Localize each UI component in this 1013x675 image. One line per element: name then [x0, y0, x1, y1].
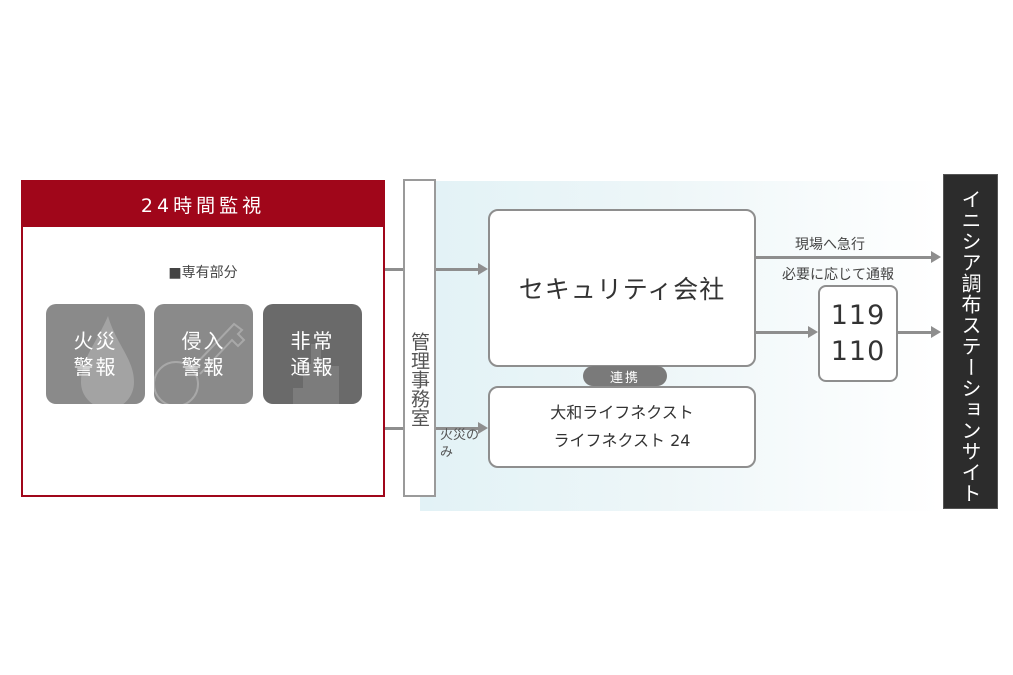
- emergency-call-tile: 非常通報: [263, 304, 362, 404]
- security-company-label: セキュリティ会社: [518, 275, 726, 304]
- arrow-line: [756, 256, 931, 259]
- arrow-right-icon: [931, 326, 941, 338]
- key-icon: [154, 322, 246, 404]
- intrusion-alarm-tile: 侵入警報: [154, 304, 253, 404]
- intrusion-alarm-label: 侵入警報: [181, 329, 226, 379]
- destination-site: イニシア調布ステーションサイト: [943, 174, 998, 509]
- arrow-right-icon: [478, 263, 488, 275]
- fire-number: 119: [830, 299, 886, 331]
- emergency-call-label: 非常通報: [290, 329, 335, 379]
- collaboration-badge: 連携: [583, 366, 667, 386]
- police-number: 110: [830, 335, 886, 367]
- emergency-numbers-box: 119 110: [818, 285, 898, 382]
- monitoring-panel: 24時間監視 ■専有部分 火災警報 侵入警報 非常通報: [21, 180, 385, 497]
- fire-alarm-tile: 火災警報: [46, 304, 145, 404]
- arrow-line: [436, 268, 478, 271]
- monitoring-title: 24時間監視: [23, 182, 383, 227]
- lifenext-line1: 大和ライフネクスト: [550, 403, 694, 422]
- arrow-line: [756, 331, 808, 334]
- notify-as-needed-label: 必要に応じて通報: [782, 267, 894, 283]
- hand-icon: [293, 344, 339, 404]
- private-area-label: ■専有部分: [168, 265, 238, 281]
- arrow-line: [436, 427, 478, 430]
- flame-icon: [81, 316, 134, 404]
- arrow-line: [898, 331, 931, 334]
- fire-alarm-label: 火災警報: [73, 329, 118, 379]
- lifenext-box: 大和ライフネクスト ライフネクスト 24: [488, 386, 756, 468]
- security-company-box: セキュリティ会社: [488, 209, 756, 367]
- management-office: 管理事務室: [403, 179, 436, 497]
- arrow-right-icon: [808, 326, 818, 338]
- arrow-right-icon: [478, 422, 488, 434]
- fire-only-label: 火災のみ: [440, 428, 480, 460]
- arrow-right-icon: [931, 251, 941, 263]
- connector-line: [385, 427, 403, 430]
- rush-to-site-label: 現場へ急行: [795, 237, 865, 253]
- management-office-label: 管理事務室: [408, 331, 430, 427]
- lifenext-line2: ライフネクスト 24: [553, 431, 691, 450]
- connector-line: [385, 268, 403, 271]
